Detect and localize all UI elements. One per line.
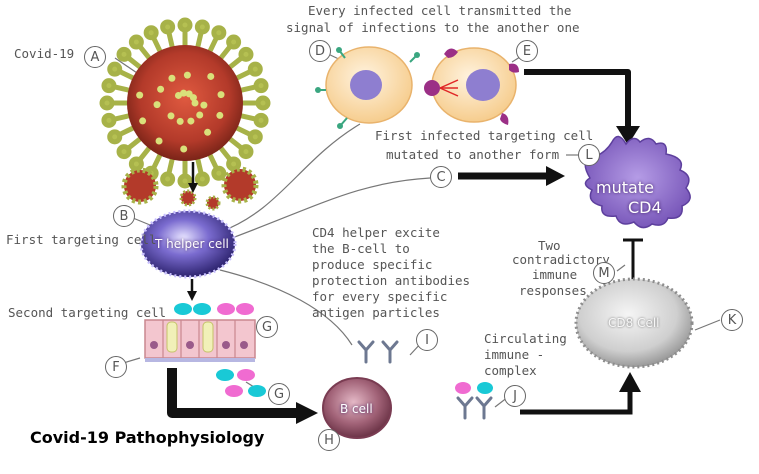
contradictory-link — [623, 238, 643, 284]
b-cell-shape — [322, 377, 392, 439]
marker-h: H — [318, 429, 340, 451]
mutate-cd4-line2: CD4 — [628, 198, 662, 217]
marker-j: J — [504, 385, 526, 407]
arrow-to-cd8 — [520, 390, 633, 415]
covid-virus-large — [99, 17, 271, 189]
marker-i: I — [416, 329, 438, 351]
antibodies — [357, 340, 493, 420]
marker-b: B — [113, 205, 135, 227]
immune-complex-antigens — [455, 382, 493, 394]
two-contradictory-line4: responses — [519, 283, 587, 298]
marker-g-bottom: G — [268, 383, 290, 405]
covid-virus-small — [121, 166, 259, 211]
t-helper-cell-label: T helper cell — [155, 237, 229, 251]
infected-cell-d — [315, 46, 420, 129]
first-targeting-cell-label: First targeting cell — [6, 232, 157, 247]
cd4-excite-line2: the B-cell to — [312, 241, 410, 256]
page-title: Covid-19 Pathophysiology — [30, 428, 265, 447]
marker-m: M — [593, 262, 615, 284]
arrow-to-b-cell — [167, 368, 298, 418]
every-infected-line1: Every infected cell transmitted the — [308, 3, 572, 18]
marker-l: L — [578, 144, 600, 166]
b-cell-label: B cell — [340, 402, 373, 416]
marker-a: A — [84, 46, 106, 68]
cd4-excite-line6: antigen particles — [312, 305, 440, 320]
two-contradictory-line2: contradictory — [512, 252, 610, 267]
marker-f: F — [105, 356, 127, 378]
cd4-excite-line3: produce specific — [312, 257, 433, 272]
first-infected-line1: First infected targeting cell — [375, 128, 594, 143]
every-infected-line2: signal of infections to the another one — [286, 20, 580, 35]
first-infected-line2: mutated to another form — [386, 147, 560, 162]
antigen-particles-top — [174, 303, 254, 315]
circulating-line3: complex — [484, 363, 537, 378]
cd4-excite-line1: CD4 helper excite — [312, 225, 440, 240]
cd8-cell-label: CD8 Cell — [608, 316, 660, 330]
marker-k: K — [721, 309, 743, 331]
cd4-excite-line4: protection antibodies — [312, 273, 471, 288]
mutate-cd4-shape — [584, 135, 691, 229]
second-targeting-cell-label: Second targeting cell — [8, 305, 167, 320]
t-helper-cell-shape — [139, 209, 237, 279]
cd8-cell-shape — [574, 277, 694, 369]
circulating-line2: immune - — [484, 347, 545, 362]
antigen-particles-bottom — [216, 369, 266, 397]
marker-c: C — [430, 166, 452, 188]
circulating-line1: Circulating — [484, 331, 567, 346]
marker-d: D — [309, 40, 331, 62]
marker-g-top: G — [256, 316, 278, 338]
two-contradictory-line3: immune — [532, 267, 578, 282]
covid19-label: Covid-19 — [14, 46, 75, 61]
cd4-excite-line5: for every specific — [312, 289, 448, 304]
infected-cell-e — [424, 47, 519, 125]
epithelial-cells — [144, 319, 256, 362]
arrow-to-mutate-cd4 — [524, 69, 631, 128]
two-contradictory-line1: Two — [538, 238, 561, 253]
mutate-cd4-line1: mutate — [596, 178, 654, 197]
marker-e: E — [516, 40, 538, 62]
